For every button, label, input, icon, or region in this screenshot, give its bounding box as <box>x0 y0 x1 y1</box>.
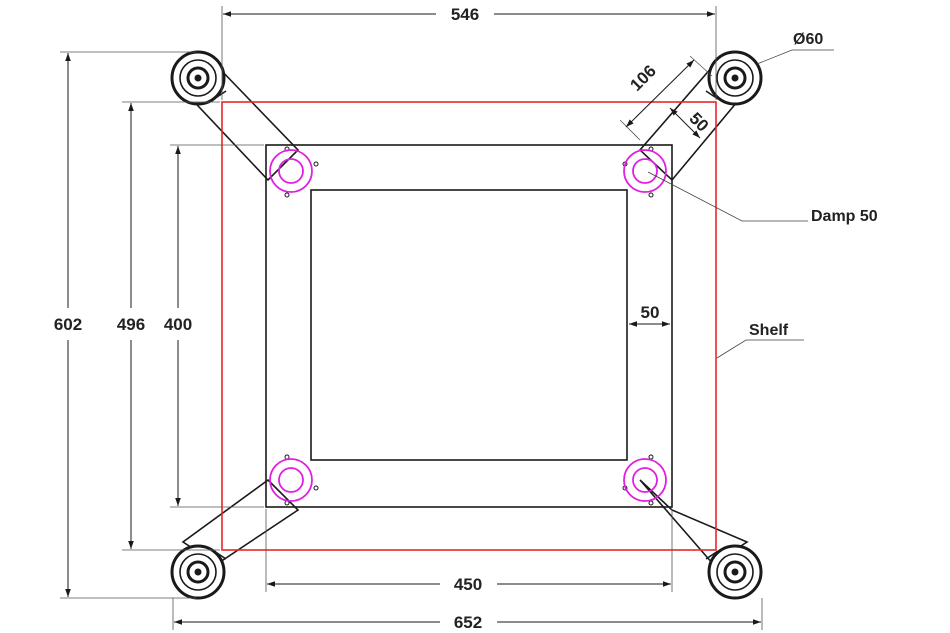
dim-label-bottom-outer-width: 652 <box>454 613 482 632</box>
mounting-holes <box>284 146 654 506</box>
leader-wheel-diameter <box>756 49 834 65</box>
wheel-top-right <box>705 50 763 106</box>
frame-inner <box>310 189 628 461</box>
wheel-bottom-left <box>170 544 227 600</box>
callout-shelf: Shelf <box>749 322 789 339</box>
dim-label-left-outer-height: 602 <box>54 315 82 334</box>
shelf-outline <box>221 101 717 551</box>
dim-label-left-mid-height: 496 <box>117 315 145 334</box>
leader-damper <box>647 171 808 222</box>
damper-top-right <box>623 149 667 193</box>
wheel-bottom-right <box>705 544 763 600</box>
wheel-top-left <box>170 50 227 106</box>
extension-lines <box>60 6 763 630</box>
dimension-labels: 546 602 496 400 450 652 50 106 50 <box>54 5 712 632</box>
dim-line-arm-50 <box>669 107 701 139</box>
dimension-lines <box>65 11 761 625</box>
arm-bottom-right <box>639 479 749 566</box>
damper-top-left <box>269 149 313 193</box>
damper-bottom-right <box>623 458 667 502</box>
leader-lines <box>647 49 834 359</box>
dim-label-left-inner-height: 400 <box>164 315 192 334</box>
callout-damper: Damp 50 <box>811 208 878 225</box>
damper-bottom-left <box>269 458 313 502</box>
dim-label-bottom-inner-width: 450 <box>454 575 482 594</box>
callout-wheel-diameter: Ø60 <box>793 31 823 48</box>
dim-label-top-width: 546 <box>451 5 479 24</box>
callout-labels: Ø60 Damp 50 Shelf <box>749 31 878 339</box>
dim-line-106 <box>625 59 695 128</box>
dim-label-arm-length: 106 <box>626 61 659 94</box>
wheels <box>170 50 763 600</box>
frame-outer <box>265 144 673 508</box>
dampers <box>269 149 667 502</box>
arms <box>181 64 749 566</box>
dim-label-arm-width: 50 <box>685 109 712 136</box>
leader-shelf <box>716 339 804 359</box>
dim-label-border-width: 50 <box>641 303 660 322</box>
